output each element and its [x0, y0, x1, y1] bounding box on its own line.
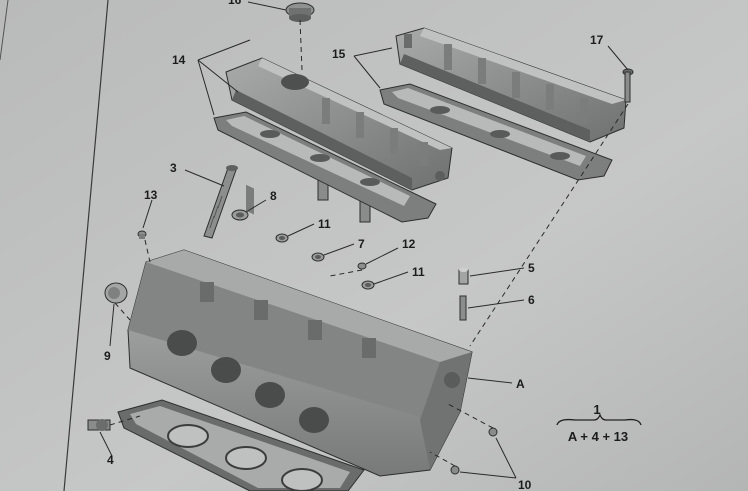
leader-3 [184, 169, 225, 187]
leader-10-b [459, 471, 517, 479]
callout-16: 16 [228, 0, 242, 7]
leader-4 [99, 431, 113, 457]
leader-6 [467, 299, 525, 309]
valve-cover-gasket-part-15 [379, 83, 613, 181]
leader-15-a [353, 47, 393, 57]
sensor-part-4 [87, 419, 111, 431]
washer-part-8 [231, 209, 249, 221]
filler-cap-part-16 [285, 2, 315, 22]
plug-part-13 [137, 230, 147, 239]
leader-11-a [287, 223, 315, 237]
callout-5: 5 [528, 261, 535, 275]
leader-13 [142, 199, 153, 229]
stud-part-6 [459, 295, 467, 321]
leader-14-c [197, 59, 215, 116]
formula-bottom: A + 4 + 13 [568, 429, 628, 444]
assembly-line-17 [469, 103, 629, 347]
valve-cover-gasket-part-14 [213, 111, 437, 223]
formula-top: 1 [593, 402, 600, 417]
leader-16 [247, 1, 287, 11]
callout-13: 13 [144, 188, 158, 202]
head-gasket [117, 399, 365, 491]
washer-part-7 [311, 252, 325, 262]
callout-7: 7 [358, 237, 365, 251]
callout-3: 3 [170, 161, 177, 175]
callout-4: 4 [107, 453, 114, 467]
callout-9: 9 [104, 349, 111, 363]
callout-15: 15 [332, 47, 346, 61]
valve-cover-part-14 [225, 57, 453, 223]
callout-8: 8 [270, 189, 277, 203]
callout-12: 12 [402, 237, 416, 251]
callout-10: 10 [518, 478, 532, 491]
plug-part-9 [104, 282, 128, 304]
assembly-line-10b [429, 451, 456, 467]
assembly-line-9 [114, 302, 131, 321]
page-border-line [63, 0, 109, 491]
assembly-formula: 1 A + 4 + 13 [556, 402, 642, 444]
callout-14: 14 [172, 53, 186, 67]
dowel-part-5 [458, 268, 469, 285]
leader-7 [323, 243, 355, 256]
formula-brace [556, 413, 642, 426]
leader-14-b [197, 59, 239, 93]
washer-part-11-right [361, 280, 375, 290]
callout-11-upper: 11 [318, 217, 331, 231]
leader-15-b [353, 55, 381, 89]
dowel-pin-part-10-a [488, 427, 498, 437]
washer-part-11-top [275, 233, 289, 243]
callout-A: A [516, 377, 525, 391]
leader-14-a [197, 39, 251, 61]
leader-5 [469, 267, 525, 277]
plug-part-12 [357, 262, 367, 270]
page-edge-line [0, 0, 9, 61]
cylinder-head [127, 249, 473, 477]
callout-11-lower: 11 [412, 265, 425, 279]
leader-17 [607, 45, 629, 71]
callout-17: 17 [590, 33, 604, 47]
head-bolt-part-3 [203, 165, 238, 239]
assembly-line-13 [144, 239, 151, 263]
leader-12 [365, 247, 399, 265]
leader-11-b [373, 271, 409, 285]
leader-10-a [495, 437, 517, 479]
dowel-pin-part-10-b [450, 465, 460, 475]
leader-A [467, 377, 513, 384]
callout-6: 6 [528, 293, 535, 307]
leader-9 [109, 303, 115, 347]
assembly-line-12 [329, 269, 363, 277]
leader-8 [245, 199, 267, 213]
valve-cover-part-15 [395, 27, 627, 143]
screw-part-17 [622, 68, 634, 103]
